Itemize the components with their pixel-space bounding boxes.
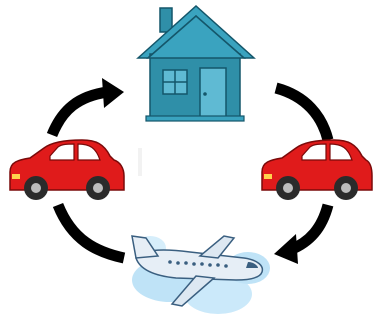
airplane-icon xyxy=(132,236,270,314)
house-icon xyxy=(138,6,254,121)
separator-mark xyxy=(138,148,142,176)
car-left-icon xyxy=(10,140,124,200)
arrow-car-left-to-home xyxy=(52,92,108,135)
arrowhead-car-left-to-home xyxy=(102,78,124,108)
arrow-home-to-car-right xyxy=(276,88,328,140)
car-right-icon xyxy=(262,140,372,200)
arrow-airplane-to-car-left xyxy=(58,205,124,258)
arrowhead-car-right-to-airplane xyxy=(274,234,298,264)
